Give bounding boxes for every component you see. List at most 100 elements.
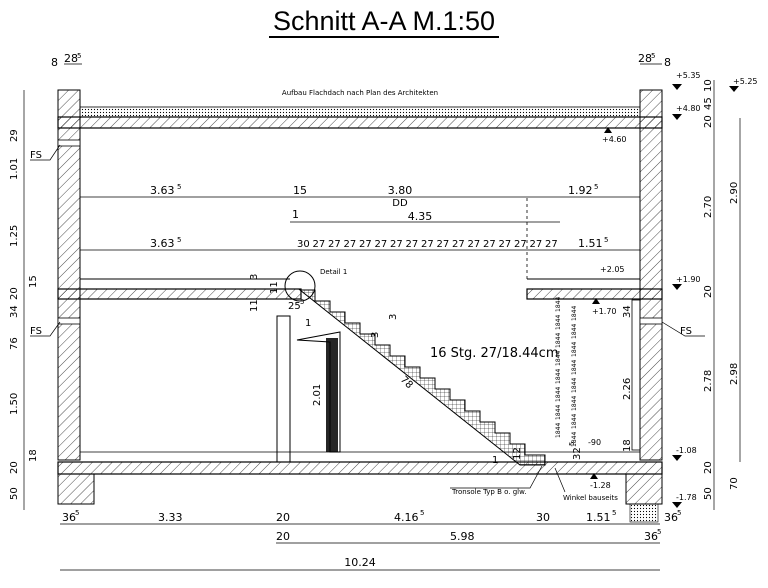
tread-dim: 27	[313, 239, 326, 250]
svg-text:1: 1	[305, 318, 311, 329]
svg-text:2.01: 2.01	[312, 384, 323, 406]
bracket-note: Tronsole Typ B o. glw.	[451, 488, 526, 496]
detail-note: Detail 1	[320, 268, 347, 276]
svg-text:3: 3	[388, 314, 399, 320]
svg-text:2.98: 2.98	[729, 363, 740, 385]
fs-label-right: FS	[680, 326, 692, 337]
svg-text:3: 3	[370, 332, 381, 338]
right-pillar	[631, 299, 641, 451]
riser-dim: 1844	[555, 315, 562, 330]
svg-text:8: 8	[51, 56, 58, 69]
fs-label-left-upper: FS	[30, 150, 42, 161]
bottom-dim: 36	[644, 530, 658, 543]
bottom-dim: 30	[536, 511, 550, 524]
partition-wall	[276, 315, 291, 463]
svg-text:10: 10	[703, 79, 714, 92]
riser-dim: 1844	[555, 351, 562, 366]
staircase	[298, 289, 546, 466]
svg-text:5: 5	[568, 442, 576, 446]
roof-slab	[57, 116, 663, 129]
level-525: +5.25	[733, 77, 758, 86]
bottom-dim: 1.51	[586, 511, 611, 524]
riser-dim: 1844	[571, 360, 578, 375]
left-dim-20b: 20	[9, 461, 20, 474]
bottom-dim: 36	[664, 511, 678, 524]
tread-dim: 27	[483, 239, 496, 250]
svg-text:15: 15	[293, 184, 307, 197]
svg-text:2.90: 2.90	[729, 182, 740, 204]
svg-text:70: 70	[729, 477, 740, 490]
riser-dim: 1844	[555, 405, 562, 420]
right-wall	[639, 89, 663, 461]
svg-text:3.63: 3.63	[150, 184, 175, 197]
bottom-dim-sup: 5	[677, 509, 681, 517]
level-480: +4.80	[676, 104, 701, 113]
tread-dim: 27	[545, 239, 558, 250]
foundation-left	[57, 473, 95, 505]
tread-dim: 27	[468, 239, 481, 250]
floor-slab-right	[526, 288, 663, 300]
svg-text:20: 20	[703, 285, 714, 298]
roof-note: Aufbau Flachdach nach Plan des Architekt…	[282, 89, 438, 97]
tread-dim: 30	[297, 239, 310, 250]
tread-dim: 27	[437, 239, 450, 250]
level-190: +1.90	[676, 275, 701, 284]
stairs-note: 16 Stg. 27/18.44cm	[430, 346, 559, 361]
left-dim-29: 29	[9, 129, 20, 142]
tread-dim: 27	[452, 239, 465, 250]
bottom-dim: 20	[276, 530, 290, 543]
svg-text:2.70: 2.70	[703, 196, 714, 218]
svg-text:5: 5	[177, 183, 181, 191]
level-460: +4.60	[602, 135, 627, 144]
svg-text:1: 1	[292, 208, 299, 221]
svg-text:3.80: 3.80	[388, 184, 413, 197]
svg-text:4.35: 4.35	[408, 210, 433, 223]
bottom-dim: 3.33	[158, 511, 183, 524]
svg-text:5: 5	[177, 236, 181, 244]
bottom-dim: 5.98	[450, 530, 475, 543]
level-m128: -1.28	[590, 481, 611, 490]
structure	[57, 89, 663, 523]
tread-dim: 27	[375, 239, 388, 250]
svg-text:3: 3	[249, 274, 260, 280]
ground-slab	[57, 461, 663, 475]
svg-text:2.78: 2.78	[703, 370, 714, 392]
svg-text:11: 11	[249, 299, 260, 312]
left-dim-125: 1.25	[9, 225, 20, 247]
left-dim-101: 1.01	[9, 158, 20, 180]
bottom-dim-sup: 5	[420, 509, 424, 517]
bottom-dim: 36	[62, 511, 76, 524]
level-m178: -1.78	[676, 493, 697, 502]
tread-dim: 27	[406, 239, 419, 250]
riser-dim: 1844	[571, 324, 578, 339]
dd-label: DD	[392, 198, 408, 209]
left-dim-18: 18	[28, 449, 39, 462]
tread-dim: 27	[359, 239, 372, 250]
left-dim-20: 20	[9, 287, 20, 300]
svg-text:2.26: 2.26	[622, 378, 633, 400]
left-dim-50: 50	[9, 487, 20, 500]
riser-dim: 1844	[571, 378, 578, 393]
riser-dim: 1844	[555, 369, 562, 384]
door-opening	[326, 338, 338, 452]
svg-text:1: 1	[492, 455, 498, 466]
roof-insulation	[79, 106, 641, 118]
svg-text:3.63: 3.63	[150, 237, 175, 250]
svg-text:5: 5	[651, 52, 655, 60]
left-dim-150: 1.50	[9, 393, 20, 415]
tread-dim: 27	[344, 239, 357, 250]
level-535: +5.35	[676, 71, 701, 80]
riser-dim: 1844	[571, 342, 578, 357]
tread-dim: 27	[328, 239, 341, 250]
svg-text:20: 20	[703, 115, 714, 128]
foundation-right	[625, 473, 663, 505]
riser-dim: 1844	[571, 432, 578, 447]
svg-text:20: 20	[703, 461, 714, 474]
riser-dim: 1844	[555, 297, 562, 312]
svg-text:32: 32	[572, 447, 583, 460]
tread-dim: 27	[514, 239, 527, 250]
bottom-dim: 20	[276, 511, 290, 524]
